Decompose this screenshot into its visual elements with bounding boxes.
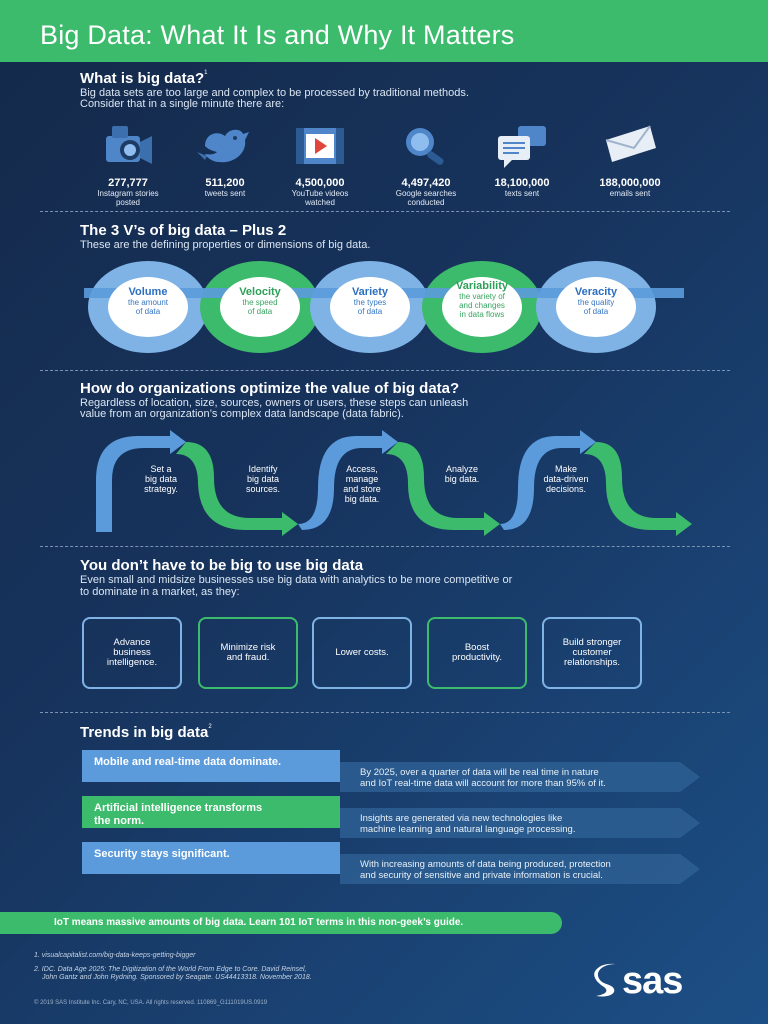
v-variety: Variety the types of data [351, 286, 389, 316]
optimize-body-1: Regardless of location, size, sources, o… [80, 397, 469, 409]
footnote-2b: John Gantz and John Rydning. Sponsored b… [42, 974, 312, 981]
footnote-2a: 2. IDC. Data Age 2025: The Digitization … [34, 966, 307, 973]
v-volume: Volume the amount of data [127, 286, 169, 316]
steps-wave [96, 430, 692, 536]
copyright: © 2019 SAS Institute Inc. Cary, NC, USA.… [34, 1000, 268, 1006]
iot-guide-link[interactable]: IoT means massive amounts of big data. L… [0, 912, 562, 934]
stat-google: 4,497,420 Google searches conducted [371, 122, 481, 207]
vs-body: These are the defining properties or dim… [80, 239, 371, 251]
stat-emails: 188,000,000 emails sent [575, 122, 685, 198]
small-body-2: to dominate in a market, as they: [80, 586, 240, 598]
v-velocity: Velocity the speed of data [239, 286, 281, 316]
trend-desc-2: Insights are generated via new technolog… [360, 813, 576, 835]
small-title: You don’t have to be big to use big data [80, 557, 364, 574]
what-body-1: Big data sets are too large and complex … [80, 87, 469, 99]
bird-icon [197, 129, 249, 163]
divider [40, 211, 730, 212]
benefit-box-3: Lower costs. [312, 617, 412, 689]
video-icon [296, 128, 344, 164]
stat-tweets: 511,200 tweets sent [170, 122, 280, 198]
sas-swoosh-icon [594, 963, 616, 997]
divider [40, 370, 730, 371]
vs-title: The 3 V’s of big data – Plus 2 [80, 222, 287, 239]
what-body-2: Consider that in a single minute there a… [80, 98, 285, 110]
trend-desc-1: By 2025, over a quarter of data will be … [360, 767, 606, 789]
trend-arrows [340, 762, 700, 884]
vs-chain [84, 261, 684, 353]
envelope-icon [605, 125, 656, 162]
magnifier-icon [406, 128, 444, 165]
header-banner: Big Data: What It Is and Why It Matters [0, 0, 768, 62]
page-title: Big Data: What It Is and Why It Matters [40, 20, 515, 50]
divider [40, 712, 730, 713]
sas-logo: sas [622, 960, 683, 1002]
optimize-body-2: value from an organization’s complex dat… [80, 408, 404, 420]
stat-instagram: 277,777 Instagram stories posted [73, 122, 183, 207]
trend-desc-3: With increasing amounts of data being pr… [360, 859, 611, 881]
camera-icon [106, 126, 152, 164]
footnote-1: 1. visualcapitalist.com/big-data-keeps-g… [34, 952, 196, 959]
optimize-title: How do organizations optimize the value … [80, 380, 460, 397]
v-veracity: Veracity the quality of data [574, 286, 618, 316]
trend-bar-3: Security stays significant. [82, 842, 340, 874]
stat-youtube: 4,500,000 YouTube videos watched [265, 122, 375, 207]
divider [40, 546, 730, 547]
v-variability: Variability the variety of and changes i… [456, 280, 508, 319]
trends-title: Trends in big data2 [80, 724, 212, 741]
small-body-1: Even small and midsize businesses use bi… [80, 574, 513, 586]
chat-icon [498, 126, 546, 168]
what-title: What is big data?1 [80, 70, 208, 87]
stat-texts: 18,100,000 texts sent [467, 122, 577, 198]
trend-bar-1: Mobile and real-time data dominate. [82, 750, 340, 782]
